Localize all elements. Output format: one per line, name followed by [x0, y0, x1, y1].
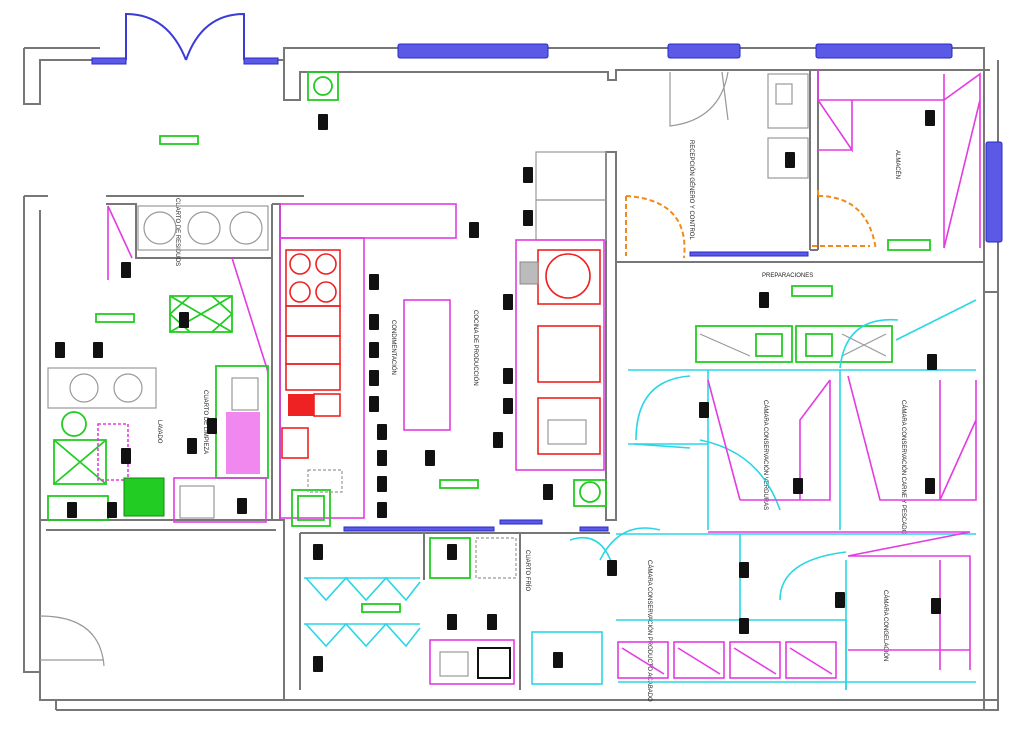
- window: [579, 526, 609, 532]
- window: [397, 43, 549, 59]
- equipment-tag: [493, 432, 503, 448]
- equipment-tag: [927, 354, 937, 370]
- equipment-tag: [739, 562, 749, 578]
- equipment-tag: [121, 448, 131, 464]
- equipment-tag: [553, 652, 563, 668]
- equipment-tag: [107, 502, 117, 518]
- room-label-camara-congelacion: CÁMARA CONGELACIÓN: [882, 590, 889, 661]
- shelving-row: [617, 641, 837, 679]
- window: [667, 43, 741, 59]
- equipment-tag: [503, 294, 513, 310]
- equipment-tag: [793, 478, 803, 494]
- equipment-tag: [785, 152, 795, 168]
- room-label-cuarto-limpieza: CUARTO DE LIMPIEZA: [202, 390, 208, 454]
- equipment-tag: [313, 656, 323, 672]
- left-block-equipment: [47, 205, 269, 523]
- equipment-tag: [425, 450, 435, 466]
- burner-range: [281, 249, 341, 459]
- equipment-tag: [925, 478, 935, 494]
- equipment-tag: [67, 502, 77, 518]
- door-exit[interactable]: [39, 615, 105, 667]
- sinks: [95, 71, 479, 613]
- equipment-tag: [469, 222, 479, 238]
- window: [689, 251, 809, 257]
- equipment-tag: [503, 398, 513, 414]
- equipment-tag: [237, 498, 247, 514]
- door-preparaciones[interactable]: [625, 195, 686, 259]
- equipment-tag: [318, 114, 328, 130]
- window: [343, 526, 495, 532]
- room-label-recepcion: RECEPCIÓN GÉNERO Y CONTROL: [688, 140, 695, 240]
- door-recepcion[interactable]: [669, 71, 729, 127]
- equipment-tag: [931, 598, 941, 614]
- equipment-tag: [759, 292, 769, 308]
- reception-storage: [767, 70, 981, 251]
- room-label-cuarto-residuos: CUARTO DE RESIDUOS: [174, 198, 180, 266]
- equipment-tag: [925, 110, 935, 126]
- equipment-tag: [543, 484, 553, 500]
- equipment-tag: [377, 450, 387, 466]
- equipment-tag: [377, 424, 387, 440]
- room-label-lavado: LAVADO: [156, 420, 162, 444]
- room-label-cocina-produccion: COCINA DE PRODUCCIÓN: [472, 310, 479, 386]
- room-label-preparaciones: PREPARACIONES: [762, 273, 813, 279]
- equipment-tag: [447, 614, 457, 630]
- equipment-tag: [369, 274, 379, 290]
- equipment-tag: [487, 614, 497, 630]
- equipment-tag: [369, 314, 379, 330]
- preparation-area: [695, 285, 893, 363]
- equipment-tag: [699, 402, 709, 418]
- equipment-tags: [55, 110, 941, 672]
- equipment-tag: [313, 544, 323, 560]
- window: [243, 57, 279, 65]
- interior-walls: [106, 70, 984, 690]
- cooking-line: [279, 151, 607, 527]
- equipment-tag: [179, 312, 189, 328]
- cold-rooms: [569, 299, 977, 690]
- equipment-tag: [523, 210, 533, 226]
- cuarto-frio-equipment: [304, 537, 603, 685]
- room-label-condimentacion: CONDIMENTACIÓN: [390, 320, 397, 375]
- equipment-tag: [369, 396, 379, 412]
- door-almacen[interactable]: [817, 190, 877, 251]
- windows: [91, 43, 1003, 532]
- equipment-tag: [369, 370, 379, 386]
- equipment-tag: [835, 592, 845, 608]
- room-label-cuarto-frio: CUARTO FRÍO: [524, 550, 531, 591]
- window: [815, 43, 953, 59]
- doors: [39, 71, 877, 667]
- equipment-tag: [121, 262, 131, 278]
- window: [985, 141, 1003, 243]
- equipment-tag: [55, 342, 65, 358]
- room-label-camara-producto: CÁMARA CONSERVACIÓN PRODUCTO ACABADO: [646, 560, 653, 702]
- window: [499, 519, 543, 525]
- equipment-tag: [447, 544, 457, 560]
- equipment-tag: [377, 502, 387, 518]
- equipment-tag: [503, 368, 513, 384]
- room-label-camara-verduras: CÁMARA CONSERVACIÓN VERDURAS: [762, 400, 769, 510]
- equipment-tag: [739, 618, 749, 634]
- kettle: [519, 249, 601, 305]
- equipment-tag: [207, 418, 217, 434]
- room-label-camara-carne: CÁMARA CONSERVACIÓN CARNE Y PESCADO: [900, 400, 907, 535]
- room-labels: PREPARACIONES RECEPCIÓN GÉNERO Y CONTROL…: [156, 140, 907, 702]
- entrance-door[interactable]: [125, 12, 245, 61]
- crate: [169, 295, 233, 333]
- equipment-tag: [187, 438, 197, 454]
- room-label-almacen: ALMACÉN: [894, 150, 901, 179]
- equipment-tag: [607, 560, 617, 576]
- equipment-tag: [523, 167, 533, 183]
- equipment-tag: [93, 342, 103, 358]
- equipment-tag: [369, 342, 379, 358]
- window: [91, 57, 127, 65]
- equipment-tag: [377, 476, 387, 492]
